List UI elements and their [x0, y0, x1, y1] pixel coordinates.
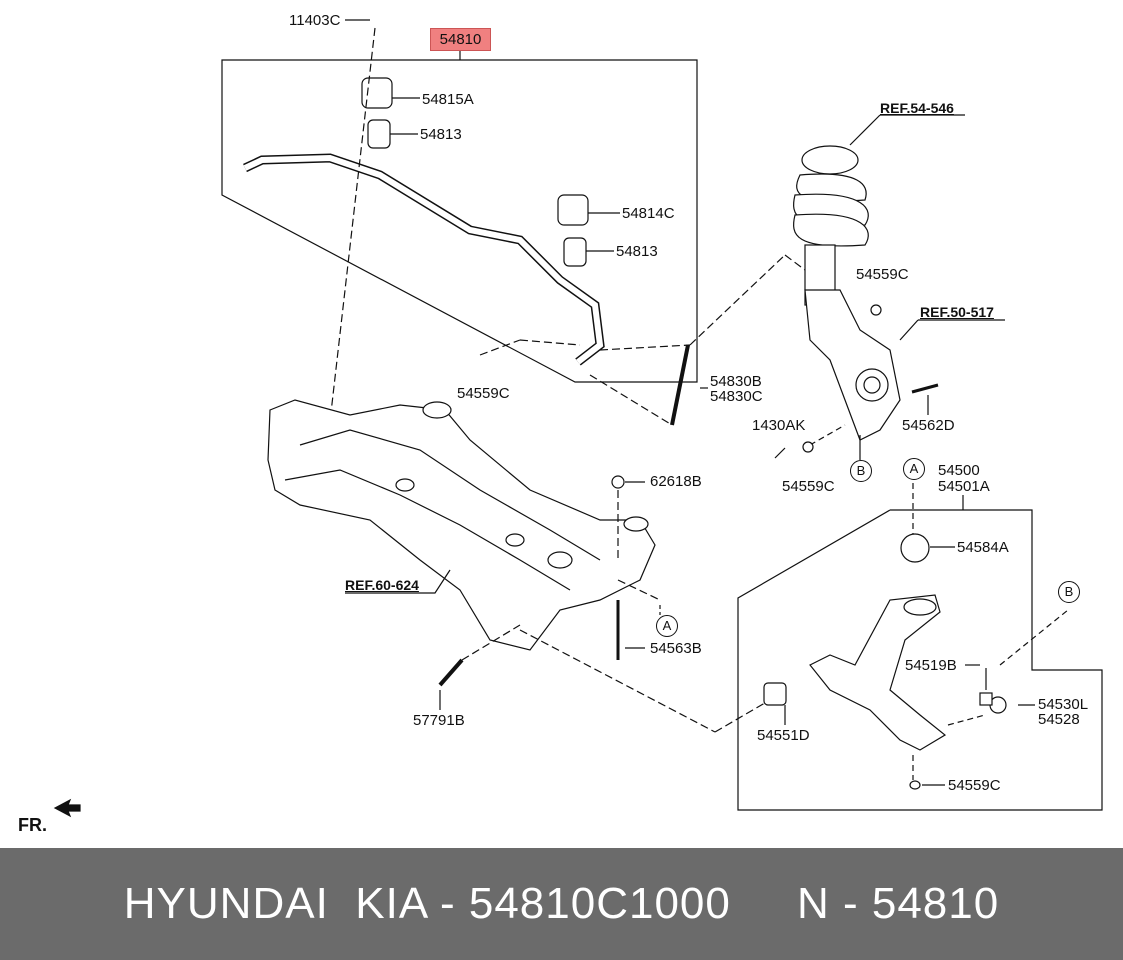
footer-bar: HYUNDAI KIA - 54810C1000 N - 54810 — [0, 848, 1123, 960]
steering-knuckle — [804, 289, 901, 441]
label-1430AK: 1430AK — [752, 417, 806, 434]
bushing-54814C — [557, 194, 589, 226]
label-54830B: 54830B — [710, 373, 762, 390]
label-54559C-b: 54559C — [856, 266, 909, 283]
marker-b-balljoint: B — [1058, 581, 1080, 603]
label-54528: 54528 — [1038, 711, 1080, 728]
stabilizer-bar-inner — [243, 154, 604, 365]
bushing-54584A — [900, 533, 930, 563]
strut-top-mount — [801, 145, 859, 175]
label-62618B: 62618B — [650, 473, 702, 490]
label-54815A: 54815A — [422, 91, 474, 108]
stabilizer-bar — [243, 153, 605, 366]
label-54559C-d: 54559C — [948, 777, 1001, 794]
ref-60-624: REF.60-624 — [345, 577, 419, 593]
label-54813-right: 54813 — [616, 243, 658, 260]
bushing-54815A — [361, 77, 393, 109]
label-54562D: 54562D — [902, 417, 955, 434]
bushing-54813-top — [367, 119, 391, 149]
label-54559C-c: 54559C — [782, 478, 835, 495]
parts-diagram: 54810 11403C 54815A 54813 54814C 54813 5… — [18, 12, 1103, 835]
marker-a-subframe: A — [656, 615, 678, 637]
label-54519B: 54519B — [905, 657, 957, 674]
ref-50-517: REF.50-517 — [920, 304, 994, 320]
label-54500: 54500 — [938, 462, 980, 479]
subframe — [267, 399, 656, 651]
stabilizer-group-outline — [221, 50, 698, 383]
label-54551D: 54551D — [757, 727, 810, 744]
marker-a-arm: A — [903, 458, 925, 480]
label-54563B: 54563B — [650, 640, 702, 657]
label-57791B: 57791B — [413, 712, 465, 729]
footer-text: HYUNDAI KIA - 54810C1000 N - 54810 — [123, 879, 1000, 928]
label-54584A: 54584A — [957, 539, 1009, 556]
fr-arrow — [53, 798, 81, 818]
lower-arm-group-outline — [737, 509, 1103, 811]
label-11403C: 11403C — [289, 12, 341, 29]
marker-b-knuckle: B — [850, 460, 872, 482]
bushing-54551D — [763, 682, 787, 706]
diagram-drawing — [53, 19, 1103, 818]
label-54830C: 54830C — [710, 388, 763, 405]
ref-54-546: REF.54-546 — [880, 100, 954, 116]
label-54530L: 54530L — [1038, 696, 1089, 713]
lower-control-arm — [809, 594, 947, 751]
main-part-label: 54810 — [430, 28, 491, 51]
front-direction-label: FR. — [18, 815, 47, 835]
label-54813-top: 54813 — [420, 126, 462, 143]
label-54814C: 54814C — [622, 205, 675, 222]
label-54501A: 54501A — [938, 478, 990, 495]
bushing-54813-right — [563, 237, 587, 267]
label-54559C-a: 54559C — [457, 385, 510, 402]
